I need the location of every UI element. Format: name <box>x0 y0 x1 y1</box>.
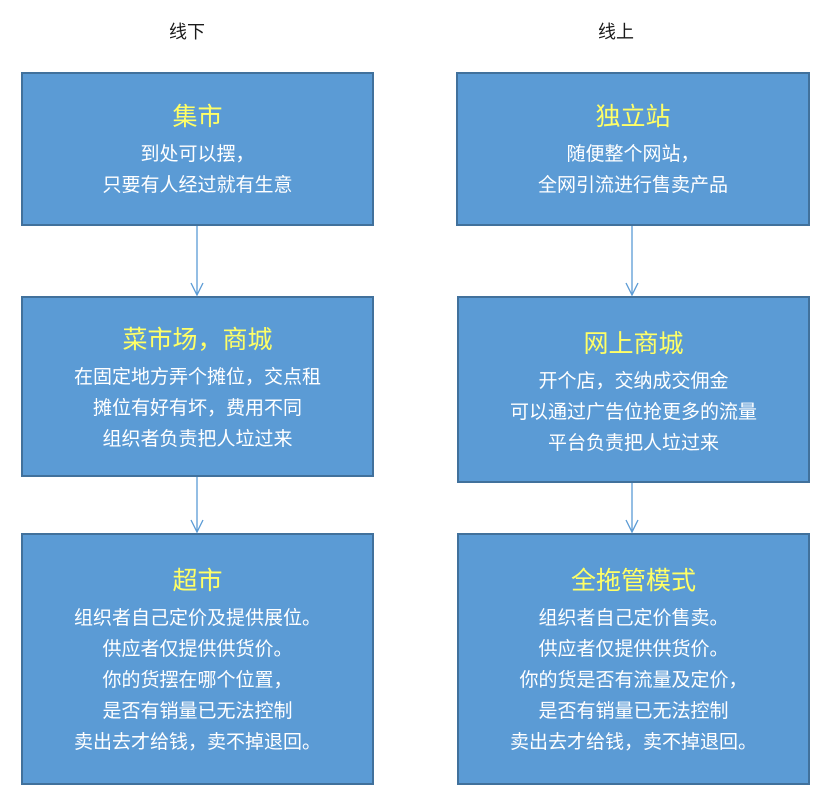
box-dulizhan: 独立站 随便整个网站， 全网引流进行售卖产品 <box>456 72 810 226</box>
box-title: 集市 <box>172 102 223 131</box>
box-line: 在固定地方弄个摊位，交点租 <box>73 366 321 388</box>
box-line: 平台负责把人垃过来 <box>547 432 719 454</box>
arrow-duli-to-wangshang <box>625 226 639 297</box>
box-line: 是否有销量已无法控制 <box>102 700 293 722</box>
box-title: 超市 <box>172 566 223 595</box>
box-line: 组织者负责把人垃过来 <box>102 428 293 450</box>
box-title: 全拖管模式 <box>570 566 696 595</box>
box-title: 网上商城 <box>583 329 684 358</box>
arrow-caishichang-to-chaoshi <box>190 477 204 534</box>
box-caishichang: 菜市场，商城 在固定地方弄个摊位，交点租 摊位有好有坏，费用不同 组织者负责把人… <box>21 296 374 477</box>
box-quantuoguan: 全拖管模式 组织者自己定价售卖。 供应者仅提供供货价。 你的货是否有流量及定价，… <box>457 533 810 785</box>
box-line: 可以通过广告位抢更多的流量 <box>509 401 757 423</box>
box-wangshang-shangcheng: 网上商城 开个店，交纳成交佣金 可以通过广告位抢更多的流量 平台负责把人垃过来 <box>457 296 810 483</box>
box-line: 供应者仅提供供货价。 <box>102 638 293 660</box>
box-line: 全网引流进行售卖产品 <box>537 174 728 196</box>
column-title-offline: 线下 <box>169 22 205 43</box>
box-jishi: 集市 到处可以摆， 只要有人经过就有生意 <box>21 72 374 226</box>
box-line: 供应者仅提供供货价。 <box>538 638 729 660</box>
box-line: 组织者自己定价及提供展位。 <box>73 607 321 629</box>
box-line: 只要有人经过就有生意 <box>102 174 293 196</box>
box-line: 你的货是否有流量及定价， <box>519 669 748 691</box>
box-line: 到处可以摆， <box>140 143 255 165</box>
box-line: 开个店，交纳成交佣金 <box>538 370 729 392</box>
box-line: 卖出去才给钱，卖不掉退回。 <box>73 731 321 753</box>
box-line: 卖出去才给钱，卖不掉退回。 <box>509 731 757 753</box>
box-title: 独立站 <box>595 102 671 131</box>
box-line: 组织者自己定价售卖。 <box>538 607 729 629</box>
arrow-wangshang-to-tuoguan <box>625 483 639 534</box>
arrow-jishi-to-caishichang <box>190 226 204 297</box>
box-line: 摊位有好有坏，费用不同 <box>92 397 302 419</box>
box-chaoshi: 超市 组织者自己定价及提供展位。 供应者仅提供供货价。 你的货摆在哪个位置， 是… <box>21 533 374 785</box>
box-line: 是否有销量已无法控制 <box>538 700 729 722</box>
box-title: 菜市场，商城 <box>122 325 273 354</box>
box-line: 你的货摆在哪个位置， <box>102 669 293 691</box>
box-line: 随便整个网站， <box>566 143 700 165</box>
column-title-online: 线上 <box>598 22 634 43</box>
